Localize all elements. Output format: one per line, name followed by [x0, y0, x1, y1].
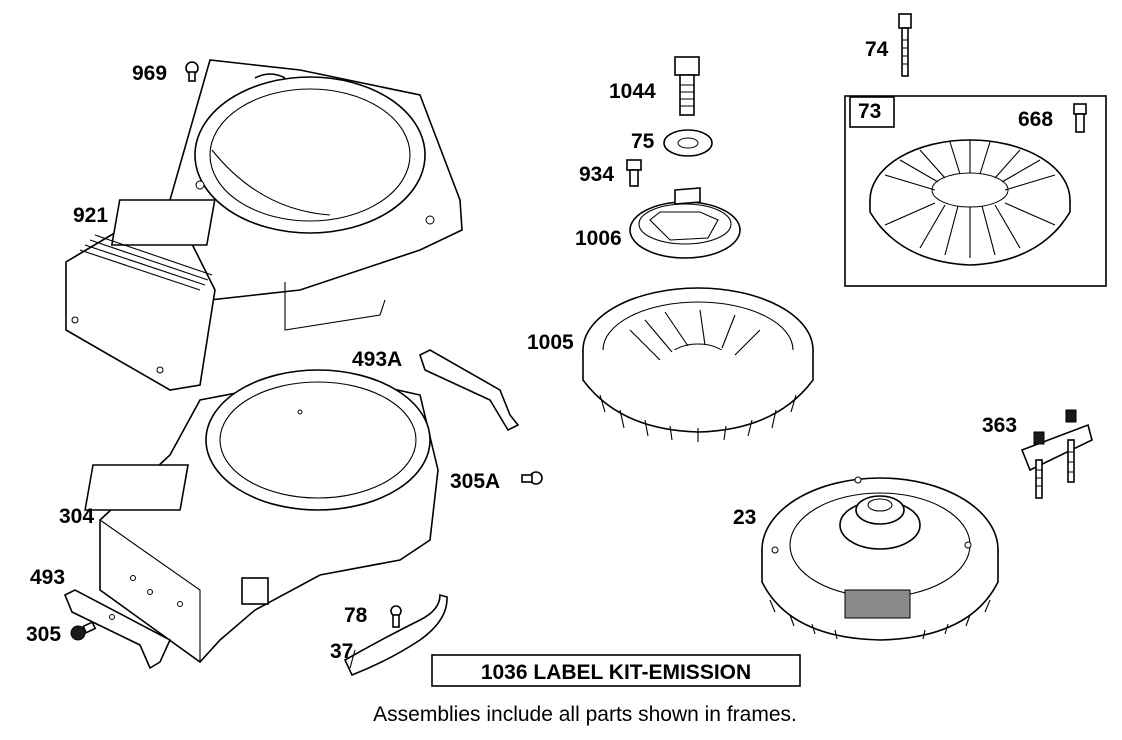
label-1006: 1006 — [575, 227, 622, 250]
label-305a: 305A — [450, 470, 500, 493]
label-969: 969 — [132, 62, 167, 85]
screw-969 — [185, 61, 199, 82]
bolt-1044 — [674, 56, 700, 116]
label-304: 304 — [59, 505, 94, 528]
label-78: 78 — [344, 604, 368, 627]
screen-73 — [869, 139, 1071, 266]
bracket-493a — [419, 349, 520, 432]
armature-bracket-363 — [1020, 409, 1093, 499]
screw-305a — [521, 471, 543, 485]
label-493a: 493A — [352, 348, 402, 371]
bracket-493 — [63, 589, 172, 670]
label-493: 493 — [30, 566, 65, 589]
label-75: 75 — [631, 130, 655, 153]
label-74: 74 — [865, 38, 889, 61]
fan-1005 — [582, 287, 814, 442]
label-37: 37 — [330, 640, 353, 663]
blower-housing-304 — [84, 369, 439, 664]
bolt-74 — [898, 13, 912, 77]
ratchet-1006 — [629, 187, 741, 259]
kit-label-text: 1036 LABEL KIT-EMISSION — [481, 661, 751, 684]
label-23: 23 — [733, 506, 756, 529]
air-guide-37 — [343, 593, 448, 677]
screw-668 — [1073, 103, 1087, 133]
flywheel-23 — [761, 476, 999, 641]
label-1005: 1005 — [527, 331, 574, 354]
screw-78 — [390, 605, 402, 628]
label-305: 305 — [26, 623, 61, 646]
caption: Assemblies include all parts shown in fr… — [373, 703, 797, 726]
label-363: 363 — [982, 414, 1017, 437]
label-934: 934 — [579, 163, 614, 186]
bolt-305 — [70, 621, 97, 641]
label-73: 73 — [858, 100, 881, 123]
washer-75 — [663, 129, 713, 157]
kit-label-box: 1036 LABEL KIT-EMISSION — [431, 654, 801, 687]
label-668: 668 — [1018, 108, 1053, 131]
label-921: 921 — [73, 204, 108, 227]
label-1044: 1044 — [609, 80, 656, 103]
blower-housing-921 — [65, 59, 463, 391]
screw-934 — [626, 159, 642, 187]
